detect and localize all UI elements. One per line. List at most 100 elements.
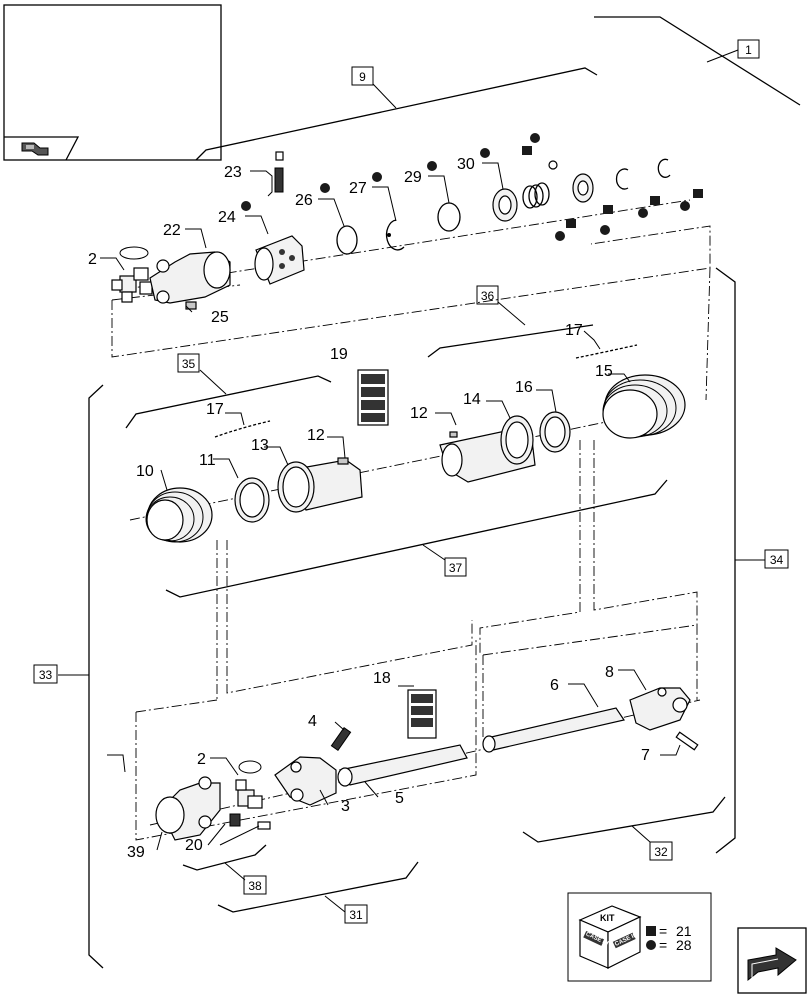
callout-22[interactable]: 22 xyxy=(163,222,181,239)
kit-equals-circle: = xyxy=(659,937,667,953)
part-17-safety-chain-a[interactable] xyxy=(214,420,271,438)
kit-markers xyxy=(241,133,703,241)
callout-15[interactable]: 15 xyxy=(595,363,613,380)
part-ring-c[interactable] xyxy=(615,168,629,190)
bracket-group-1 xyxy=(594,16,801,106)
bracket-group-37 xyxy=(165,479,668,598)
callout-17-left[interactable]: 17 xyxy=(206,401,224,418)
callout-box-33[interactable]: 33 xyxy=(33,664,58,684)
part-2-cross-journal-top[interactable] xyxy=(111,246,153,303)
callout-box-31[interactable]: 31 xyxy=(344,904,368,924)
callout-box-37[interactable]: 37 xyxy=(444,557,467,577)
callout-24[interactable]: 24 xyxy=(218,209,236,226)
part-23-lock-pin[interactable] xyxy=(274,151,284,193)
part-16-bearing-ring[interactable] xyxy=(539,411,571,453)
callout-11[interactable]: 11 xyxy=(199,452,216,469)
bracket-group-33 xyxy=(88,384,104,969)
callout-16[interactable]: 16 xyxy=(515,379,533,396)
circle-marker-icon xyxy=(646,940,656,950)
callout-box-32[interactable]: 32 xyxy=(649,841,673,861)
assembly-thumbnail-box[interactable] xyxy=(3,4,222,161)
callout-31: 31 xyxy=(349,908,363,922)
part-ring-d[interactable] xyxy=(657,158,671,178)
callout-26[interactable]: 26 xyxy=(295,192,313,209)
callout-39[interactable]: 39 xyxy=(127,844,145,861)
callout-36: 36 xyxy=(481,289,495,303)
callout-labels: 2 22 23 24 25 26 27 29 30 19 17 17 10 11… xyxy=(88,156,650,861)
part-29-ring[interactable] xyxy=(437,202,461,232)
callout-10[interactable]: 10 xyxy=(136,463,154,480)
callout-33: 33 xyxy=(39,668,53,682)
callout-19[interactable]: 19 xyxy=(330,346,348,363)
next-page-button[interactable] xyxy=(737,927,807,994)
callout-box-35[interactable]: 35 xyxy=(177,353,200,373)
callout-box-9[interactable]: 9 xyxy=(351,66,374,86)
part-2-cross-journal-bottom[interactable] xyxy=(235,760,263,809)
part-20-spring-pin[interactable] xyxy=(229,813,271,830)
part-22-yoke[interactable] xyxy=(149,251,231,304)
part-4-roll-pin[interactable] xyxy=(330,726,352,752)
callout-13[interactable]: 13 xyxy=(251,437,269,454)
part-7-roll-pin[interactable] xyxy=(675,731,699,751)
part-3-yoke[interactable] xyxy=(274,756,337,806)
part-24-lock-collar[interactable] xyxy=(254,235,305,285)
callout-23[interactable]: 23 xyxy=(224,164,242,181)
callout-box-36[interactable]: 36 xyxy=(476,285,499,305)
callout-6[interactable]: 6 xyxy=(550,677,559,694)
part-10-guard-bellows[interactable] xyxy=(145,487,213,543)
callout-17-right[interactable]: 17 xyxy=(565,322,583,339)
callout-8[interactable]: 8 xyxy=(605,664,614,681)
callout-35: 35 xyxy=(182,357,196,371)
kit-legend-box: KIT CASE IH CASE IH = 21 = 28 xyxy=(567,892,712,982)
callout-9: 9 xyxy=(359,70,366,84)
part-washer-b[interactable] xyxy=(572,173,594,203)
part-26-ring[interactable] xyxy=(336,225,358,255)
callout-box-34[interactable]: 34 xyxy=(764,549,789,569)
callout-2-bottom[interactable]: 2 xyxy=(197,751,206,768)
part-30-washer[interactable] xyxy=(492,188,518,222)
callout-30[interactable]: 30 xyxy=(457,156,475,173)
bracket-group-9 xyxy=(195,67,598,161)
callout-20[interactable]: 20 xyxy=(185,837,203,854)
callout-5[interactable]: 5 xyxy=(395,790,404,807)
part-8-yoke[interactable] xyxy=(629,687,691,731)
kit-box-icon: KIT CASE IH CASE IH xyxy=(578,905,642,969)
part-14-inner-guard-tube[interactable] xyxy=(439,415,536,483)
callout-2-top[interactable]: 2 xyxy=(88,251,97,268)
part-13-guard-cone[interactable] xyxy=(277,457,363,513)
next-page-arrow-icon xyxy=(747,947,797,982)
bracket-group-36 xyxy=(427,324,594,358)
part-18-warning-decal[interactable] xyxy=(407,689,437,739)
callout-34: 34 xyxy=(770,553,784,567)
part-6-outer-tube[interactable] xyxy=(482,707,625,753)
part-39-yoke[interactable] xyxy=(155,776,221,841)
callout-37: 37 xyxy=(449,561,463,575)
callout-14[interactable]: 14 xyxy=(463,391,481,408)
callout-7[interactable]: 7 xyxy=(641,747,650,764)
callout-27[interactable]: 27 xyxy=(349,180,367,197)
kit-title: KIT xyxy=(600,913,615,923)
kit-circle-value: 28 xyxy=(676,937,692,953)
part-27-circlip[interactable] xyxy=(385,219,405,251)
callout-38: 38 xyxy=(248,879,262,893)
callout-4[interactable]: 4 xyxy=(308,713,317,730)
callout-1: 1 xyxy=(745,43,752,57)
callout-3[interactable]: 3 xyxy=(341,798,350,815)
callout-25[interactable]: 25 xyxy=(211,309,229,326)
callout-12-left[interactable]: 12 xyxy=(307,427,325,444)
callout-box-1[interactable]: 1 xyxy=(737,39,760,59)
callout-18[interactable]: 18 xyxy=(373,670,391,687)
part-25-grease-nipple[interactable] xyxy=(185,301,197,310)
callout-12-right[interactable]: 12 xyxy=(410,405,428,422)
part-19-warning-decal[interactable] xyxy=(357,369,389,426)
bracket-group-34 xyxy=(715,267,736,854)
callout-29[interactable]: 29 xyxy=(404,169,422,186)
leader-lines xyxy=(100,162,681,851)
part-11-bearing-ring[interactable] xyxy=(234,477,270,523)
part-spring[interactable] xyxy=(522,182,550,209)
part-ball[interactable] xyxy=(548,160,558,170)
part-5-inner-tube[interactable] xyxy=(337,744,468,787)
part-15-guard-bellows[interactable] xyxy=(602,374,686,439)
part-17-safety-chain-b[interactable] xyxy=(575,344,638,359)
callout-box-38[interactable]: 38 xyxy=(243,875,267,895)
